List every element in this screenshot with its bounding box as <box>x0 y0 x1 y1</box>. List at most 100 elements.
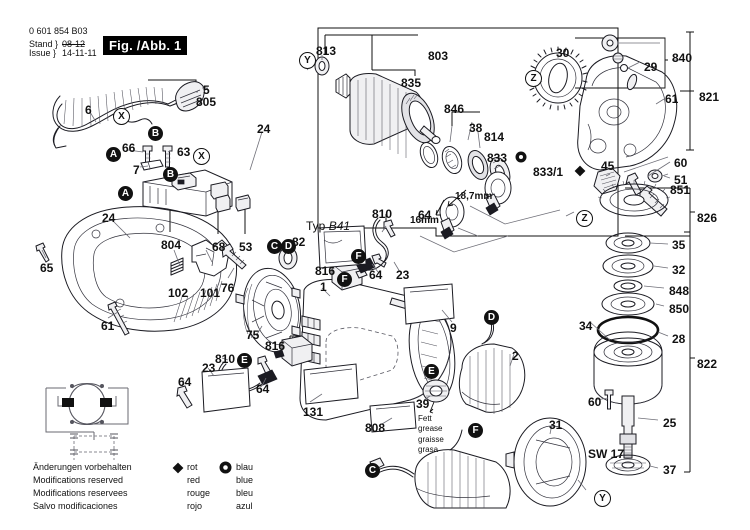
assembly-marker-z: Z <box>576 210 593 227</box>
part-callout-75: 75 <box>246 328 260 342</box>
part-callout-68: 68 <box>212 240 226 254</box>
part-callout-816: 816 <box>265 339 286 353</box>
part-callout-804: 804 <box>161 238 182 252</box>
washers-846-38-814 <box>419 141 511 187</box>
part-callout-814: 814 <box>484 130 505 144</box>
part-callout-835: 835 <box>401 76 422 90</box>
part-callout-28: 28 <box>672 332 686 346</box>
figure-label: Fig. /Abb. 1 <box>103 36 188 55</box>
assembly-marker-f: F <box>351 249 366 264</box>
hardware-66-7-63 <box>140 145 173 171</box>
part-callout-63: 63 <box>177 145 191 159</box>
part-callout-51: 51 <box>674 173 688 187</box>
blue-dot-symbol-833 <box>515 151 527 163</box>
part-callout-23: 23 <box>396 268 410 282</box>
part-callout-38: 38 <box>469 121 483 135</box>
assembly-marker-e: E <box>237 353 252 368</box>
part-callout-102: 102 <box>168 286 189 300</box>
switch-base-804 <box>142 169 251 217</box>
assembly-marker-f: F <box>468 423 483 438</box>
part-callout-53: 53 <box>239 240 253 254</box>
part-callout-816: 816 <box>315 264 336 278</box>
part-callout-65: 65 <box>40 261 54 275</box>
part-callout-813: 813 <box>316 44 337 58</box>
part-callout-9: 9 <box>450 321 457 335</box>
carbon-brushes-833 <box>419 171 561 253</box>
grease-note: Fett grease graisse grasa <box>418 414 444 455</box>
part-callout-850: 850 <box>669 302 690 316</box>
part-callout-34: 34 <box>579 319 593 333</box>
assembly-marker-c: C <box>267 239 282 254</box>
gear-30 <box>528 46 588 111</box>
part-callout-821: 821 <box>699 90 720 104</box>
assembly-marker-d: D <box>484 310 499 325</box>
part-callout-31: 31 <box>549 418 563 432</box>
part-callout-60: 60 <box>674 156 688 170</box>
wiring-schematic <box>45 383 129 460</box>
part-callout-840: 840 <box>672 51 693 65</box>
stand-date: 08-12 <box>62 39 86 49</box>
red-diamond-symbol-833-1 <box>574 165 586 177</box>
assembly-marker-f: F <box>337 272 352 287</box>
sheet-part-number: 0 601 854 B03 <box>29 26 88 36</box>
dimension-16mm: 16mm <box>410 215 439 226</box>
legend-color-blue: blau blue bleu azul <box>236 462 254 512</box>
part-callout-5: 5 <box>203 83 210 97</box>
part-callout-66: 66 <box>122 141 136 155</box>
part-callout-61: 61 <box>665 92 679 106</box>
type-annotation: Typ B41 <box>306 219 351 233</box>
part-callout-37: 37 <box>663 463 677 477</box>
part-callout-6: 6 <box>85 103 92 117</box>
part-callout-24: 24 <box>257 122 271 136</box>
part-callout-810: 810 <box>372 207 393 221</box>
stand-label: Stand } <box>29 39 59 49</box>
assembly-marker-x: X <box>193 148 210 165</box>
spindle-stack-822 <box>589 232 663 476</box>
assembly-marker-d: D <box>281 239 296 254</box>
part-callout-64: 64 <box>418 208 432 222</box>
part-callout-24: 24 <box>102 211 116 225</box>
wrench-size-label: SW 17 <box>588 447 625 461</box>
part-callout-64: 64 <box>178 375 192 389</box>
part-callout-805: 805 <box>196 95 217 109</box>
part-callout-822: 822 <box>697 357 718 371</box>
part-callout-29: 29 <box>644 60 658 74</box>
part-callout-2: 2 <box>512 349 519 363</box>
assembly-marker-y: Y <box>299 52 316 69</box>
part-callout-39: 39 <box>416 397 430 411</box>
blue-dot-legend-icon <box>219 461 232 474</box>
part-callout-64: 64 <box>369 268 383 282</box>
assembly-marker-a: A <box>118 186 133 201</box>
dimension-18-7mm: 18,7mm <box>455 191 493 202</box>
red-diamond-legend-icon <box>172 462 184 474</box>
assembly-marker-z: Z <box>525 70 542 87</box>
parts-45-51-851 <box>593 156 671 217</box>
part-callout-25: 25 <box>663 416 677 430</box>
part-callout-32: 32 <box>672 263 686 277</box>
part-callout-131: 131 <box>303 405 324 419</box>
part-callout-30: 30 <box>556 46 570 60</box>
part-callout-851: 851 <box>670 183 691 197</box>
part-callout-848: 848 <box>669 284 690 298</box>
assembly-marker-b: B <box>148 126 163 141</box>
small-parts-102-101-76 <box>170 239 247 277</box>
issue-label: Issue } <box>29 48 57 58</box>
modifications-notice: Änderungen vorbehalten Modifications res… <box>33 462 132 512</box>
part-callout-101: 101 <box>200 286 221 300</box>
callout-833: 833 <box>487 151 508 165</box>
part-callout-826: 826 <box>697 211 718 225</box>
armature-assembly-803 <box>314 56 441 158</box>
part-callout-803: 803 <box>428 49 449 63</box>
part-callout-64: 64 <box>256 382 270 396</box>
assembly-marker-y: Y <box>594 490 611 507</box>
part-callout-846: 846 <box>444 102 465 116</box>
part-callout-76: 76 <box>221 281 235 295</box>
part-callout-23: 23 <box>202 361 216 375</box>
part-callout-808: 808 <box>365 421 386 435</box>
issue-date: 14-11-11 <box>62 48 97 58</box>
assembly-marker-e: E <box>424 364 439 379</box>
cable-leads-810 <box>176 217 455 433</box>
assembly-marker-a: A <box>106 147 121 162</box>
assembly-marker-c: C <box>365 463 380 478</box>
gear-housing-821 <box>577 34 678 217</box>
